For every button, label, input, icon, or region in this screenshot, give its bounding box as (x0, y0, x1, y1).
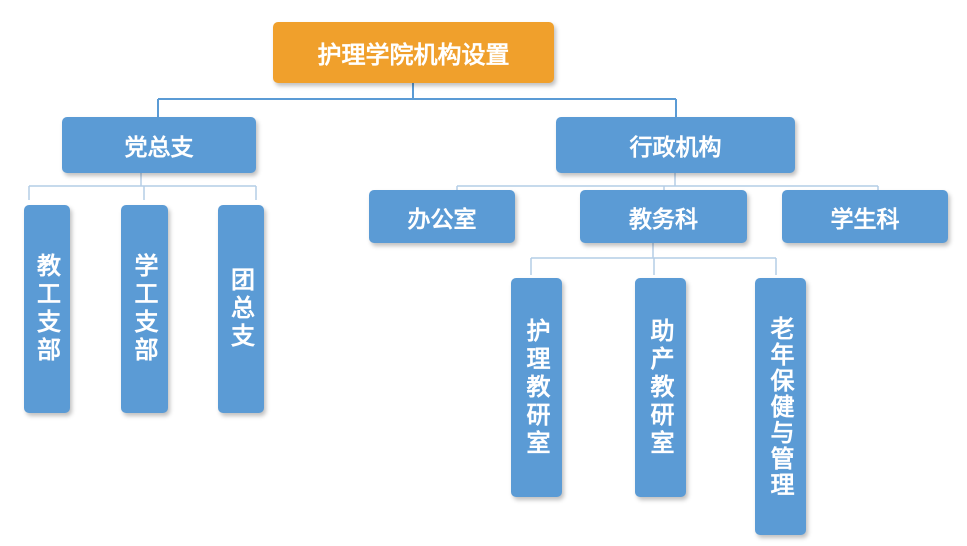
student-affairs-node: 学生科 (782, 190, 948, 243)
office-label: 办公室 (407, 206, 477, 233)
party-child-label: 团总支 (226, 267, 255, 351)
academic-affairs-node: 教务科 (580, 190, 747, 243)
party-child-node-teachers: 教工支部 (24, 205, 70, 413)
teaching-office-label: 护理教研室 (522, 317, 550, 458)
root-node: 护理学院机构设置 (273, 22, 554, 83)
academic-affairs-label: 教务科 (629, 206, 698, 233)
midwifery-teaching-office-node: 助产教研室 (635, 278, 686, 497)
elderly-care-node: 老年保健与管理 (755, 278, 806, 535)
elderly-care-label: 老年保健与管理 (766, 315, 794, 498)
student-affairs-label: 学生科 (830, 206, 900, 233)
nursing-teaching-office-node: 护理教研室 (511, 278, 562, 497)
office-node: 办公室 (369, 190, 515, 243)
party-child-node-league: 团总支 (218, 205, 264, 413)
admin-branch-node: 行政机构 (556, 117, 795, 173)
admin-branch-label: 行政机构 (629, 135, 722, 161)
party-child-label: 学工支部 (130, 253, 158, 365)
teaching-office-label: 助产教研室 (646, 317, 674, 458)
party-branch-node: 党总支 (62, 117, 256, 173)
party-branch-label: 党总支 (124, 135, 194, 161)
root-label: 护理学院机构设置 (317, 41, 510, 69)
party-child-label: 教工支部 (32, 253, 61, 365)
party-child-node-students: 学工支部 (121, 205, 168, 413)
